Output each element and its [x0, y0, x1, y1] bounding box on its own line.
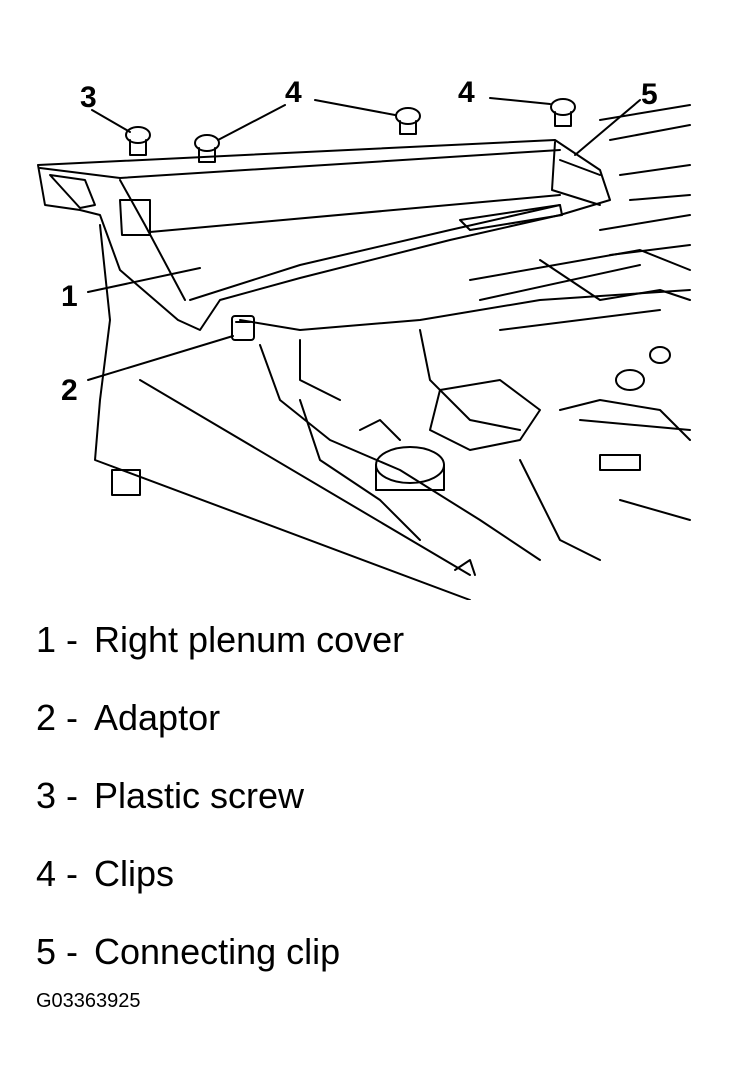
- legend-number: 3 -: [36, 775, 79, 816]
- clip-drawing-right: [550, 98, 576, 127]
- legend-number: 4 -: [36, 853, 79, 894]
- callout-4-right: 4: [458, 76, 475, 109]
- legend-number: 2 -: [36, 697, 79, 738]
- figure-id: G03363925: [36, 990, 141, 1012]
- callout-2: 2: [61, 374, 78, 407]
- leader-lines: [87, 97, 641, 381]
- plastic-screw-drawing: [125, 126, 151, 156]
- clip-drawing-left: [194, 134, 220, 163]
- legend: 1 - Right plenum cover 2 - Adaptor 3 - Plas…: [36, 618, 404, 1008]
- callout-3: 3: [80, 81, 97, 114]
- callout-5: 5: [641, 78, 658, 111]
- callout-1: 1: [61, 280, 78, 313]
- legend-label: Plastic screw: [94, 775, 305, 816]
- legend-label: Right plenum cover: [94, 619, 405, 660]
- legend-item: 4 - Clips: [36, 852, 404, 930]
- plenum-cover-drawing: [37, 139, 611, 331]
- legend-item: 5 - Connecting clip: [36, 930, 404, 1008]
- legend-number: 5 -: [36, 931, 79, 972]
- legend-label: Adaptor: [94, 697, 221, 738]
- clip-drawing-middle: [395, 107, 421, 135]
- legend-label: Connecting clip: [94, 931, 341, 972]
- legend-item: 3 - Plastic screw: [36, 774, 404, 852]
- legend-number: 1 -: [36, 619, 79, 660]
- legend-item: 1 - Right plenum cover: [36, 618, 404, 696]
- legend-item: 2 - Adaptor: [36, 696, 404, 774]
- callout-4-left: 4: [285, 76, 302, 109]
- legend-label: Clips: [94, 853, 175, 894]
- engine-bay-linework: [94, 104, 691, 600]
- engine-bay-illustration: 3 4 4 5 1 2: [37, 76, 691, 600]
